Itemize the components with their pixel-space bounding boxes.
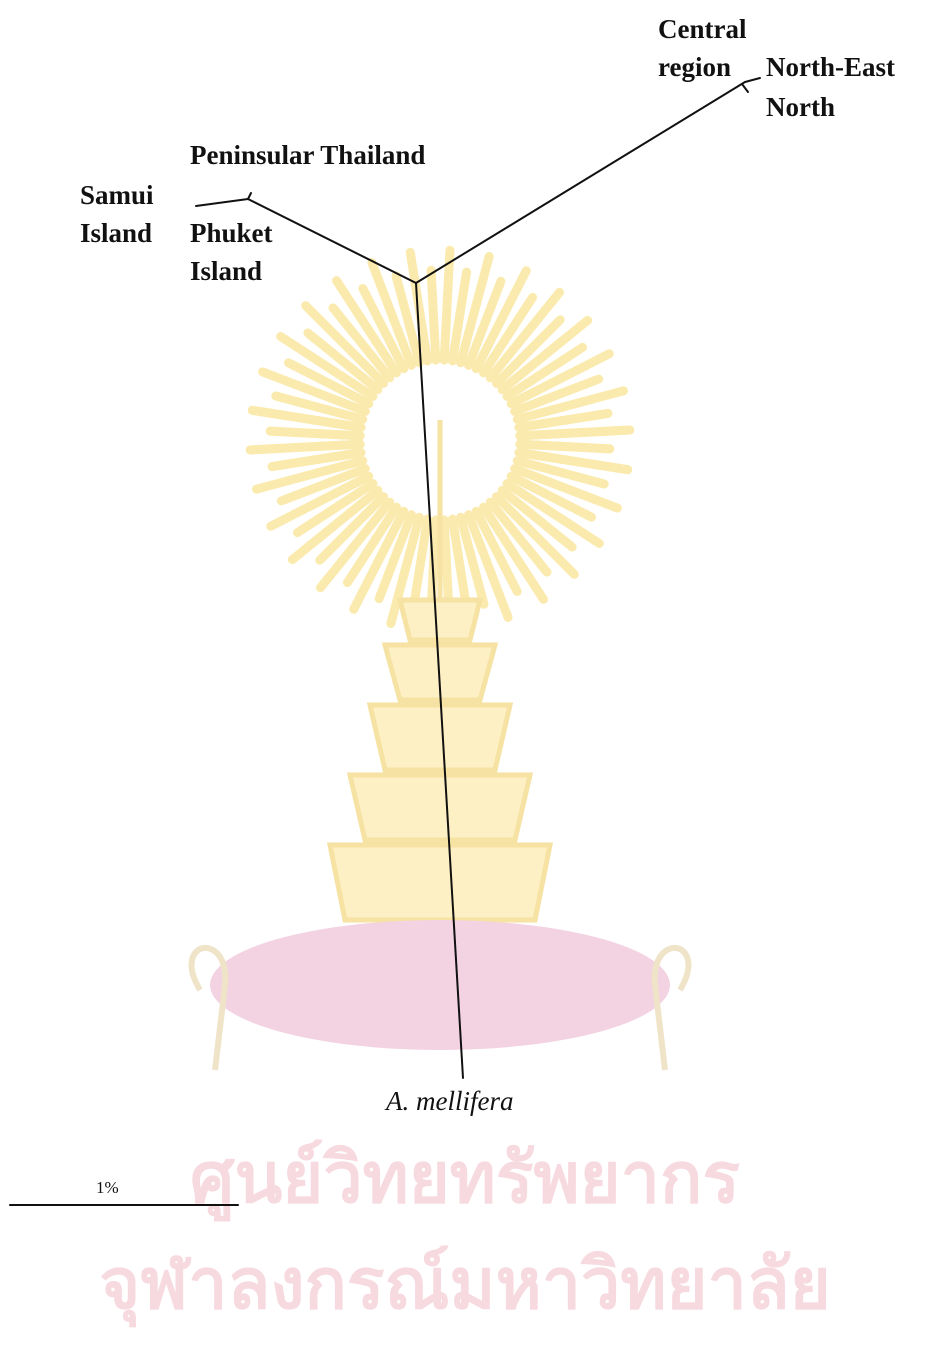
label-central-region-line1: Central: [658, 10, 746, 48]
branch-outgroup-mellifera: [416, 283, 463, 1078]
label-samui-island-line2: Island: [80, 214, 152, 252]
label-a-mellifera: A. mellifera: [386, 1086, 513, 1117]
label-samui-island-line1: Samui: [80, 176, 154, 214]
label-phuket-island-line1: Phuket: [190, 214, 273, 252]
branch-central-clade: [416, 82, 745, 283]
label-north: North: [766, 88, 835, 126]
branch-samui: [196, 199, 248, 206]
scale-bar-label: 1%: [96, 1178, 119, 1198]
branch-north-east: [745, 78, 760, 82]
branch-phuket: [248, 193, 251, 199]
label-north-east: North-East: [766, 48, 895, 86]
branch-north: [742, 84, 748, 92]
branch-peninsular-clade: [248, 199, 416, 283]
label-peninsular-thailand: Peninsular Thailand: [190, 136, 425, 174]
label-phuket-island-line2: Island: [190, 252, 262, 290]
label-central-region-line2: region: [658, 48, 731, 86]
